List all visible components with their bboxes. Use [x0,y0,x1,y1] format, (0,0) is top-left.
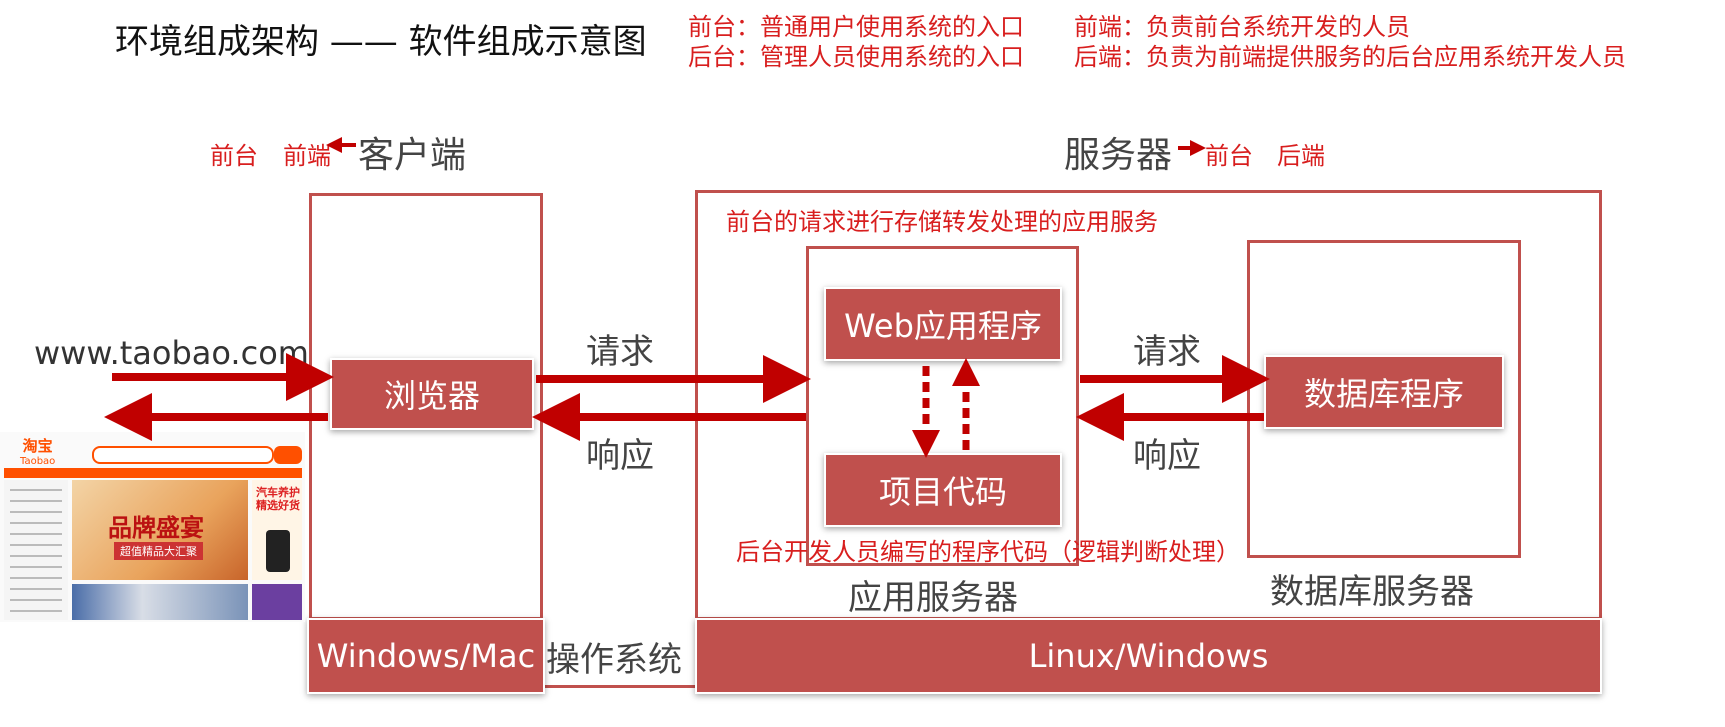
client-heading: 客户端 [358,135,467,176]
db-server-label: 数据库服务器 [1270,572,1474,612]
browser-box: 浏览器 [330,358,534,430]
thumbnail-nav-bar [4,468,302,478]
response-label-1: 响应 [586,436,654,476]
definition-backend: 后端：负责为前端提供服务的后台应用系统开发人员 [1074,43,1626,71]
server-heading: 服务器 [1064,135,1173,176]
client-tag-frontstage: 前台 [210,142,258,170]
app-server-label: 应用服务器 [848,578,1018,618]
page-title: 环境组成架构 —— 软件组成示意图 [115,22,647,62]
thumbnail-search-button [274,446,302,464]
project-code-box: 项目代码 [824,453,1062,527]
definition-backstage: 后台：管理人员使用系统的入口 [688,43,1024,71]
response-label-2: 响应 [1133,436,1201,476]
definition-frontstage: 前台：普通用户使用系统的入口 [688,13,1024,41]
definition-frontend: 前端：负责前台系统开发的人员 [1074,13,1410,41]
request-label-2: 请求 [1133,332,1201,372]
client-tag-frontend: 前端 [283,142,331,170]
thumbnail-ad-2 [252,584,302,620]
thumbnail-sidebar [4,480,68,620]
server-os-box: Linux/Windows [695,618,1602,694]
server-tag-backend: 后端 [1277,142,1325,170]
thumbnail-row [72,584,248,620]
web-app-box: Web应用程序 [824,287,1062,361]
thumbnail-ad: 汽车养护精选好货 [252,480,302,580]
client-os-box: Windows/Mac [307,618,545,694]
code-note: 后台开发人员编写的程序代码（逻辑判断处理） [736,538,1240,566]
server-description: 前台的请求进行存储转发处理的应用服务 [726,208,1158,236]
server-tag-frontstage: 前台 [1205,142,1253,170]
db-program-box: 数据库程序 [1264,355,1504,429]
url-label: www.taobao.com [34,334,309,372]
thumbnail-search-bar [92,446,274,464]
os-label: 操作系统 [546,640,682,680]
request-label-1: 请求 [586,332,654,372]
thumbnail-banner: 品牌盛宴 超值精品大汇聚 [72,480,248,580]
